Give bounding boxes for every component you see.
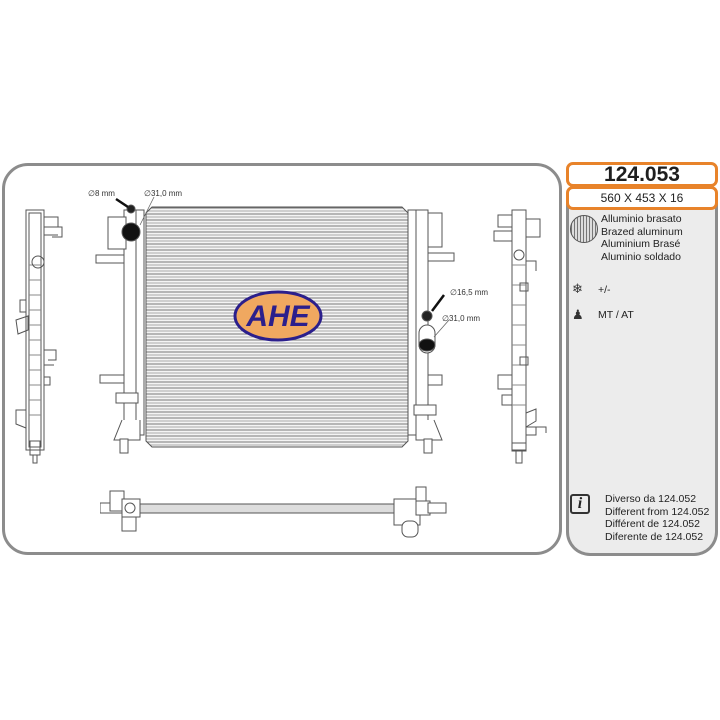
ac-spec: +/- xyxy=(598,284,611,296)
snowflake-icon: ❄ xyxy=(572,281,583,296)
right-side-view-drawing xyxy=(493,209,547,464)
left-side-view-drawing xyxy=(15,209,63,464)
spec-panel xyxy=(566,200,718,556)
material-fr: Aluminium Brasé xyxy=(601,238,681,250)
callout-inlet-large: ∅31,0 mm xyxy=(144,189,183,198)
note-en: Different from 124.052 xyxy=(605,505,710,518)
brazed-aluminum-icon xyxy=(570,215,598,243)
svg-text:AHE: AHE xyxy=(245,300,310,333)
material-en: Brazed aluminum xyxy=(601,225,683,238)
note-es: Diferente de 124.052 xyxy=(605,530,704,543)
note-fr: Différent de 124.052 xyxy=(605,518,700,530)
callout-outlet-small: ∅16,5 mm xyxy=(450,288,489,297)
product-code: 124.053 xyxy=(566,162,718,187)
callout-inlet-small: ∅8 mm xyxy=(88,189,115,198)
transmission-spec: MT / AT xyxy=(598,309,634,321)
note-it: Diverso da 124.052 xyxy=(605,493,697,505)
gear-shift-icon: ♟ xyxy=(572,307,584,322)
material-text: Alluminio brasato Brazed aluminum Alumin… xyxy=(601,213,683,263)
radiator-top-view-drawing xyxy=(100,486,447,538)
ahe-logo: AHE xyxy=(233,290,323,342)
product-dimensions: 560 X 453 X 16 xyxy=(566,186,718,210)
material-es: Aluminio soldado xyxy=(601,250,681,263)
info-icon: i xyxy=(570,494,590,514)
material-it: Alluminio brasato xyxy=(601,213,682,225)
note-text: Diverso da 124.052 Different from 124.05… xyxy=(605,493,709,543)
callout-outlet-large: ∅31,0 mm xyxy=(442,314,481,323)
